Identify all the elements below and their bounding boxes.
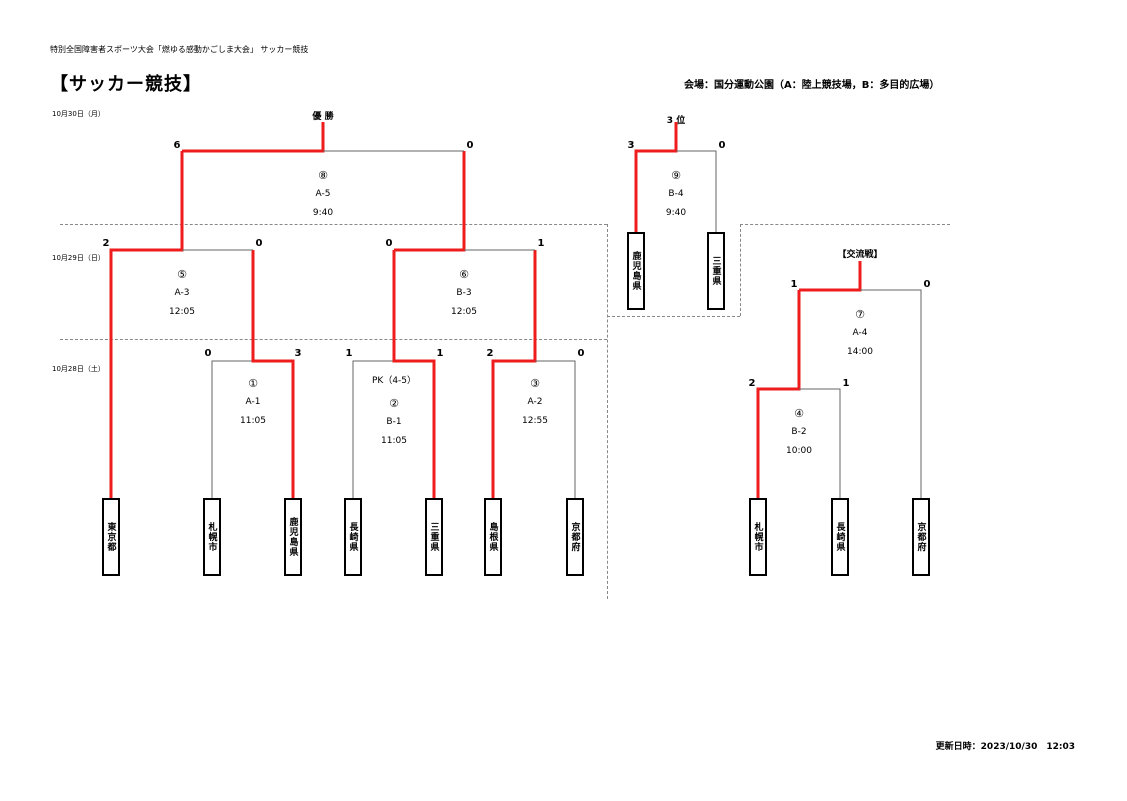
team-box: 東京都 <box>102 498 120 576</box>
score: 3 <box>627 140 635 151</box>
winner-line <box>392 250 436 498</box>
winner-line <box>394 151 466 252</box>
match-info-9: ⑨ B-4 9:40 <box>641 166 711 223</box>
match-info-7: ⑦ A-4 14:00 <box>825 305 895 362</box>
date-day2: 10月29日（日） <box>52 254 105 262</box>
team-box: 札幌市 <box>749 498 767 576</box>
winner-line <box>182 122 325 153</box>
match-court: B-1 <box>386 417 402 427</box>
team-box: 札幌市 <box>203 498 221 576</box>
date-day1: 10月28日（土） <box>52 365 105 373</box>
score: 0 <box>385 238 393 249</box>
score: 1 <box>537 238 545 249</box>
match-number: ① <box>248 377 258 390</box>
match-time: 10:00 <box>786 446 812 456</box>
match-court: B-4 <box>668 189 684 199</box>
match-time: 11:05 <box>381 436 407 446</box>
day-separator <box>740 224 950 225</box>
match-time: 12:05 <box>451 307 477 317</box>
match-time: 11:05 <box>240 416 266 426</box>
score: 0 <box>466 140 474 151</box>
bracket-line <box>860 289 922 498</box>
score: 2 <box>748 378 756 389</box>
score: 0 <box>255 238 263 249</box>
match-number: ⑧ <box>318 169 328 182</box>
match-time: 12:55 <box>522 416 548 426</box>
bracket-line <box>352 360 394 498</box>
match-number: ④ <box>794 407 804 420</box>
match-court: B-2 <box>791 427 807 437</box>
score: 2 <box>102 238 110 249</box>
third-place-label: 3 位 <box>666 116 686 126</box>
bracket-line <box>211 360 253 498</box>
match-number: ⑥ <box>459 268 469 281</box>
match-info-5: ⑤ A-3 12:05 <box>147 265 217 322</box>
score: 0 <box>718 140 726 151</box>
match-number: ⑦ <box>855 308 865 321</box>
match-info-8: ⑧ A-5 9:40 <box>288 166 358 223</box>
third-place-box-bottom <box>607 316 740 317</box>
team-box: 三重県 <box>707 232 725 310</box>
match-number: ⑤ <box>177 268 187 281</box>
match-info-4: ④ B-2 10:00 <box>764 404 834 461</box>
score: 2 <box>486 348 494 359</box>
match-number: ② <box>389 397 399 410</box>
match-info-2: ② B-1 11:05 <box>359 394 429 451</box>
match-time: 12:05 <box>169 307 195 317</box>
venue-text: 会場：国分運動公園（A：陸上競技場，B：多目的広場） <box>684 80 940 91</box>
winner-line <box>756 290 801 498</box>
friendly-label: 【交流戦】 <box>837 250 883 260</box>
page-title: 【サッカー競技】 <box>50 74 202 95</box>
day-separator <box>60 224 607 225</box>
match-info-1: ① A-1 11:05 <box>218 374 288 431</box>
bracket-line <box>535 360 576 498</box>
score: 1 <box>345 348 353 359</box>
match-court: A-3 <box>174 288 190 298</box>
match-court: A-2 <box>527 397 543 407</box>
section-separator <box>607 224 608 599</box>
pk-result: PK（4-5） <box>371 376 417 386</box>
score: 1 <box>790 279 798 290</box>
team-box: 京都府 <box>912 498 930 576</box>
date-day3: 10月30日（月） <box>52 110 105 118</box>
team-box: 島根県 <box>484 498 502 576</box>
score: 6 <box>173 140 181 151</box>
score: 1 <box>842 378 850 389</box>
team-box: 鹿児島県 <box>284 498 302 576</box>
match-court: B-3 <box>456 288 472 298</box>
bracket-line <box>799 388 841 498</box>
winner-line <box>634 122 678 232</box>
team-box: 三重県 <box>425 498 443 576</box>
match-court: A-1 <box>245 397 261 407</box>
score: 0 <box>204 348 212 359</box>
winner-line <box>799 261 862 292</box>
match-info-6: ⑥ B-3 12:05 <box>429 265 499 322</box>
team-box: 鹿児島県 <box>627 232 645 310</box>
day-separator <box>60 339 607 340</box>
third-place-box-right <box>740 224 741 316</box>
match-info-3: ③ A-2 12:55 <box>500 374 570 431</box>
match-court: A-4 <box>852 328 868 338</box>
team-box: 京都府 <box>566 498 584 576</box>
winner-line <box>251 250 295 498</box>
updated-timestamp: 更新日時：2023/10/30 12:03 <box>935 742 1075 752</box>
team-box: 長崎県 <box>831 498 849 576</box>
match-time: 14:00 <box>847 347 873 357</box>
match-number: ⑨ <box>671 169 681 182</box>
winner-line <box>109 151 184 498</box>
score: 0 <box>577 348 585 359</box>
match-time: 9:40 <box>312 208 334 218</box>
bracket-line <box>676 150 717 232</box>
match-number: ③ <box>530 377 540 390</box>
match-time: 9:40 <box>665 208 687 218</box>
team-box: 長崎県 <box>344 498 362 576</box>
match-court: A-5 <box>315 189 331 199</box>
champion-label: 優 勝 <box>312 112 334 122</box>
winner-line <box>491 250 537 498</box>
score: 3 <box>294 348 302 359</box>
organizer-header: 特別全国障害者スポーツ大会「燃ゆる感動かごしま大会」 サッカー競技 <box>50 45 309 54</box>
score: 1 <box>436 348 444 359</box>
score: 0 <box>923 279 931 290</box>
